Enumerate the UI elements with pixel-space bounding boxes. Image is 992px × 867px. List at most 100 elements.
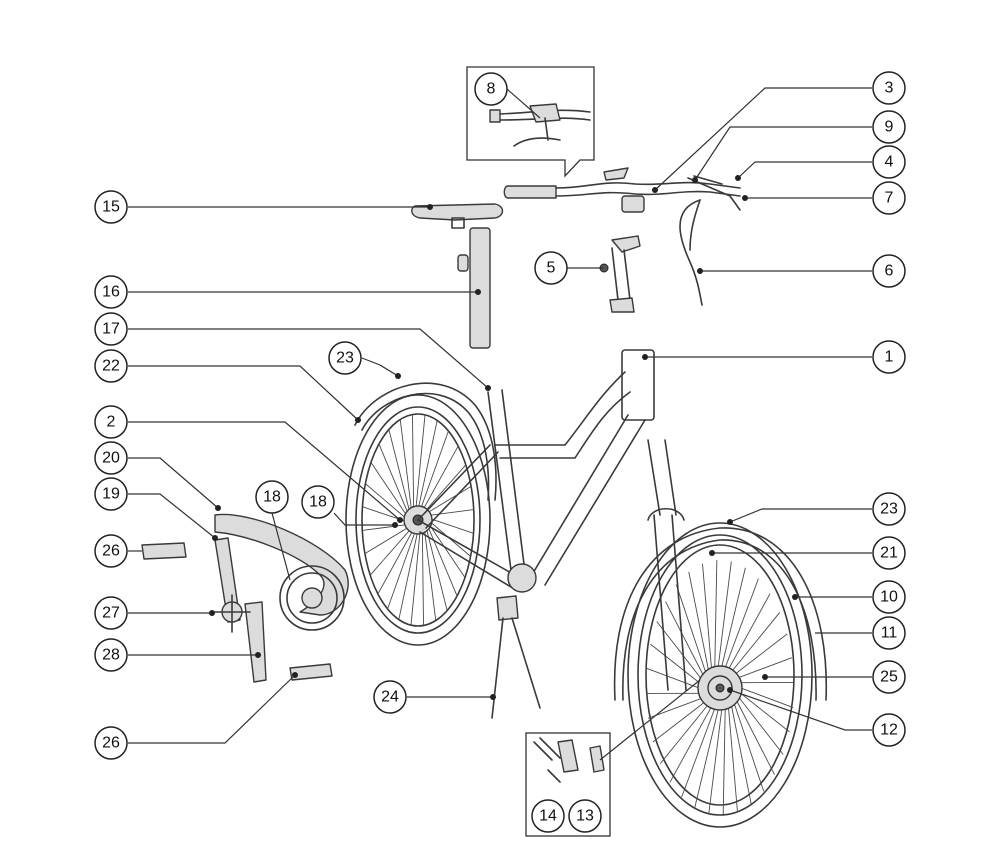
callout-5: 5 — [534, 251, 568, 285]
spoke — [417, 420, 438, 511]
front-mudguard — [613, 527, 828, 701]
svg-text:4: 4 — [885, 154, 894, 171]
leader-lines — [128, 87, 872, 761]
svg-text:19: 19 — [102, 486, 120, 503]
callout-17: 17 — [94, 312, 128, 346]
spoke — [733, 690, 784, 755]
callout-16: 16 — [94, 275, 128, 309]
svg-text:23: 23 — [336, 350, 354, 367]
spoke — [732, 693, 775, 775]
spoke — [729, 697, 752, 805]
svg-text:2: 2 — [107, 414, 116, 431]
spoke — [410, 529, 421, 626]
spoke — [388, 429, 411, 514]
svg-text:12: 12 — [880, 722, 898, 739]
callout-18-right: 18 — [301, 485, 335, 519]
callout-23-front: 23 — [872, 492, 906, 526]
spoke — [369, 527, 413, 576]
spoke — [398, 529, 419, 620]
spoke — [702, 563, 713, 677]
spoke — [647, 695, 709, 719]
callout-6: 6 — [872, 254, 906, 288]
spoke — [399, 419, 413, 513]
spoke — [694, 701, 721, 809]
handlebar — [503, 167, 741, 306]
front-fork — [647, 507, 687, 691]
callout-13: 13 — [568, 799, 602, 833]
spoke — [716, 561, 732, 675]
spoke — [733, 687, 790, 733]
spoke — [675, 584, 709, 681]
spoke — [729, 633, 788, 679]
callout-18-left: 18 — [255, 480, 289, 514]
spoke — [646, 667, 707, 692]
svg-text:14: 14 — [539, 808, 557, 825]
svg-text:3: 3 — [885, 80, 894, 97]
spoke — [421, 529, 424, 626]
callouts: 1 3 9 4 7 6 5 8 15 16 17 22 23 2 20 19 1… — [94, 71, 906, 833]
spoke — [724, 593, 771, 676]
svg-text:18: 18 — [263, 489, 281, 506]
callout-14: 14 — [531, 799, 565, 833]
frame — [417, 349, 677, 593]
spoke — [656, 621, 707, 686]
callout-11: 11 — [872, 616, 906, 650]
callout-27: 27 — [94, 596, 128, 630]
callout-24: 24 — [373, 680, 407, 714]
spoke — [719, 567, 746, 675]
spoke — [727, 612, 781, 677]
seatpost-and-saddle — [411, 203, 504, 349]
spoke — [659, 699, 713, 764]
spoke — [378, 443, 410, 516]
crank-set — [214, 537, 267, 683]
svg-text:16: 16 — [102, 284, 120, 301]
svg-text:21: 21 — [880, 545, 898, 562]
spoke — [427, 517, 474, 534]
svg-text:20: 20 — [102, 450, 120, 467]
spoke — [365, 483, 409, 521]
callout-8: 8 — [474, 72, 508, 106]
svg-text:22: 22 — [102, 358, 120, 375]
svg-text:11: 11 — [881, 625, 898, 642]
callout-23-rear: 23 — [328, 341, 362, 375]
spoke — [722, 578, 759, 675]
pedal-upper — [141, 542, 187, 560]
spoke — [727, 699, 738, 813]
spoke — [412, 414, 415, 511]
svg-text:13: 13 — [576, 808, 594, 825]
spoke — [423, 464, 467, 513]
svg-text:9: 9 — [885, 119, 894, 136]
callout-15: 15 — [94, 190, 128, 224]
callout-7: 7 — [872, 181, 906, 215]
svg-text:26: 26 — [102, 735, 120, 752]
spoke — [364, 525, 411, 555]
callout-2: 2 — [94, 405, 128, 439]
svg-text:26: 26 — [102, 543, 120, 560]
svg-text:23: 23 — [880, 501, 898, 518]
svg-text:6: 6 — [885, 263, 894, 280]
spoke — [652, 697, 711, 743]
brake-pad-inset — [525, 732, 611, 837]
callout-1: 1 — [872, 340, 906, 374]
svg-text:28: 28 — [102, 647, 120, 664]
svg-text:27: 27 — [102, 605, 120, 622]
bicycle-artwork — [141, 66, 828, 837]
svg-text:7: 7 — [885, 190, 894, 207]
svg-text:17: 17 — [102, 321, 120, 338]
spoke — [731, 695, 765, 792]
spoke — [415, 414, 426, 511]
svg-text:15: 15 — [102, 199, 120, 216]
spoke — [387, 529, 417, 610]
chainring — [279, 565, 345, 631]
spoke — [669, 700, 716, 783]
svg-text:8: 8 — [487, 81, 496, 98]
stem — [599, 235, 641, 313]
callout-9: 9 — [872, 110, 906, 144]
spoke — [419, 430, 449, 511]
callout-28: 28 — [94, 638, 128, 672]
spoke — [425, 526, 448, 611]
spoke — [362, 523, 410, 531]
callout-4: 4 — [872, 145, 906, 179]
spoke — [426, 524, 458, 597]
spoke — [427, 521, 466, 578]
